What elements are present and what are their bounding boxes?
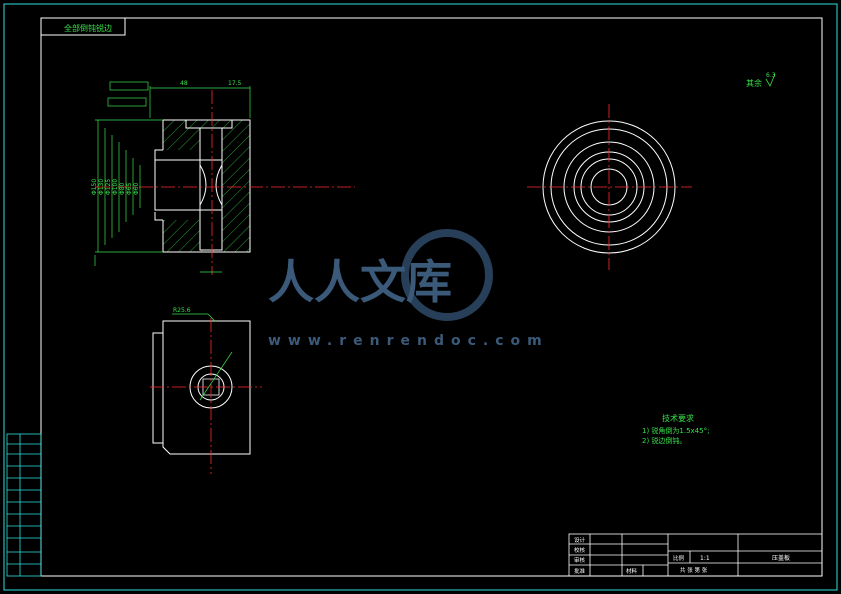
- corner-label: 全部倒钝锐边: [64, 23, 112, 33]
- roughness-value: 6.3: [766, 72, 776, 79]
- roughness-note: 其余: [746, 78, 762, 88]
- tb-material: 材料: [626, 567, 638, 575]
- dim-left-2: Φ130: [98, 179, 105, 195]
- roughness-symbol: [765, 73, 776, 87]
- tb-row-4: 批准: [574, 567, 586, 575]
- watermark-main: 人人文库: [268, 255, 452, 309]
- diameter-leader: [199, 351, 233, 401]
- dim-left-5: Φ80: [119, 182, 126, 195]
- dim-left-4: Φ100: [112, 179, 119, 195]
- tb-scale-label: 比例: [673, 554, 685, 562]
- tb-row-1: 设计: [574, 536, 586, 544]
- tb-row-2: 校核: [574, 546, 586, 554]
- tb-part-name: 压盖板: [772, 554, 790, 562]
- section-dim-texts: 48 17.5 Φ150 Φ130 Φ125 Φ100 Φ80 Φ65 Φ60: [91, 80, 242, 195]
- dim-left-3: Φ125: [105, 179, 112, 195]
- dim-left-1: Φ150: [91, 179, 98, 195]
- tb-scale-value: 1:1: [700, 555, 710, 562]
- section-dimensions: [94, 81, 251, 273]
- dim-left-6: Φ65: [126, 182, 133, 195]
- tb-row-3: 审核: [574, 556, 586, 564]
- left-strip-table: [6, 433, 42, 577]
- section-view: [95, 90, 355, 275]
- tech-title: 技术要求: [662, 413, 694, 423]
- watermark: 人人文库 www.renrendoc.com: [268, 229, 549, 349]
- tech-item-1: 1) 锐角倒为1.5x45°;: [642, 426, 709, 435]
- corner-label-box: [40, 17, 126, 36]
- tb-sheet: 共 张 第 张: [680, 566, 708, 574]
- title-block: [568, 533, 823, 577]
- outer-frame: [3, 3, 838, 591]
- section-note: R25.6: [173, 307, 191, 314]
- dim-top-2: 17.5: [228, 80, 242, 87]
- watermark-url: www.renrendoc.com: [268, 333, 549, 349]
- side-view: [152, 320, 251, 455]
- tech-item-2: 2) 锐边倒钝。: [642, 436, 686, 445]
- inner-frame: [40, 17, 823, 577]
- watermark-logo-ring: [401, 229, 493, 321]
- dim-left-7: Φ60: [133, 182, 140, 195]
- dim-top-1: 48: [180, 80, 188, 87]
